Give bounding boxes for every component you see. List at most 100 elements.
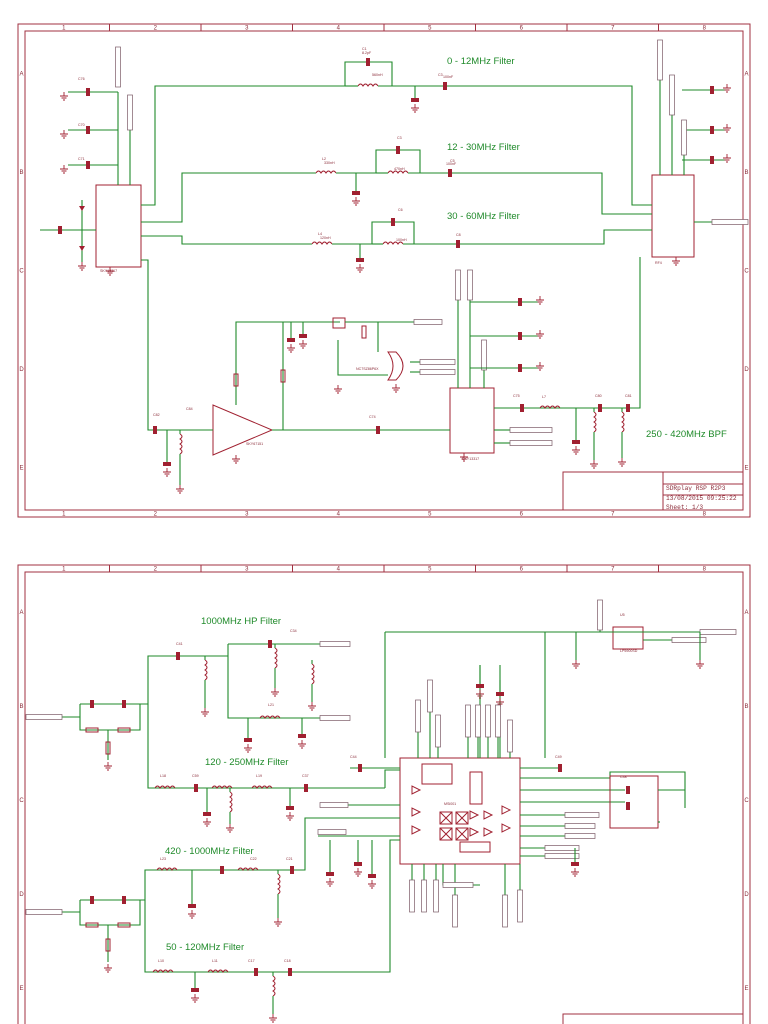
- grid-col-label: 1: [62, 26, 66, 32]
- designator-text: C37: [302, 774, 309, 778]
- wire: [141, 85, 345, 206]
- inductor: [382, 241, 404, 245]
- designator-text: C34: [290, 629, 297, 633]
- inductor: [211, 785, 233, 789]
- ground-symbol: [104, 964, 112, 973]
- ground-symbol: [244, 744, 252, 753]
- designator-text: 100nF: [446, 162, 457, 166]
- transistor: [332, 317, 346, 329]
- inductor: [154, 785, 176, 789]
- net-label-flag: [317, 829, 347, 835]
- ground-symbol: [274, 918, 282, 927]
- designator-text: L21: [268, 703, 274, 707]
- designator-text: 330nH: [324, 161, 335, 165]
- capacitor: [203, 812, 211, 816]
- designator-text: RF4: [655, 261, 662, 265]
- ground-symbol: [392, 384, 400, 393]
- net-label-flag: [711, 219, 749, 225]
- net-label-flag: [597, 599, 603, 631]
- capacitor: [518, 298, 522, 306]
- grid-row-label: B: [744, 704, 748, 710]
- ground-symbol: [269, 1014, 277, 1023]
- grid-row-label: A: [19, 610, 23, 616]
- ground-symbol: [460, 453, 468, 462]
- ground-symbol: [476, 690, 484, 699]
- grid-col-label: 2: [154, 512, 158, 518]
- ground-symbol: [618, 458, 626, 467]
- inductor: [272, 975, 276, 997]
- net-label-flag: [509, 427, 553, 433]
- ground-symbol: [572, 660, 580, 669]
- filter-title-12-30mhz: 12 - 30MHz Filter: [447, 142, 520, 153]
- resistor: [85, 922, 99, 928]
- capacitor: [287, 338, 295, 342]
- ic-internal-block: [459, 841, 491, 853]
- ground-symbol: [496, 698, 504, 707]
- tuner-ic: [399, 757, 521, 865]
- capacitor: [163, 462, 171, 466]
- net-label-flag: [509, 440, 553, 446]
- designator-text: L2: [322, 157, 326, 161]
- net-label-flag: [485, 704, 491, 738]
- inductor: [311, 663, 315, 685]
- wire: [332, 221, 415, 245]
- amp-stage: [469, 810, 480, 820]
- rf-switch-right: [651, 174, 695, 258]
- grid-col-label: 2: [154, 567, 158, 573]
- ground-symbol: [286, 812, 294, 821]
- capacitor: [90, 700, 94, 708]
- resistor: [105, 938, 111, 952]
- capacitor: [571, 862, 579, 866]
- resistor: [233, 373, 239, 387]
- amp-stage: [411, 825, 422, 835]
- grid-col-label: 3: [245, 567, 249, 573]
- capacitor: [354, 862, 362, 866]
- capacitor: [710, 86, 714, 94]
- grid-col-label: 6: [520, 567, 524, 573]
- inductor: [274, 647, 278, 669]
- inductor: [621, 411, 625, 433]
- amp-stage: [501, 823, 512, 833]
- rf-switch-lower: [449, 387, 495, 454]
- inductor: [207, 969, 229, 973]
- net-label-flag: [409, 879, 415, 913]
- designator-text: C75: [513, 394, 520, 398]
- designator-text: C81: [625, 394, 632, 398]
- capacitor: [122, 896, 126, 904]
- ground-symbol: [352, 197, 360, 206]
- designator-text: C49: [555, 755, 562, 759]
- designator-text: C41: [176, 642, 183, 646]
- net-label-flag: [419, 359, 456, 365]
- net-label-flag: [481, 339, 487, 371]
- filter-title-0-12mhz: 0 - 12MHz Filter: [447, 56, 515, 67]
- grid-row-label: C: [19, 269, 24, 275]
- designator-text: C76: [78, 77, 85, 81]
- designator-text: C6: [398, 208, 403, 212]
- title-block-sheet: Sheet: 1/3: [666, 504, 703, 511]
- inductor: [387, 170, 409, 174]
- designator-text: SKY13317: [100, 269, 117, 273]
- grid-col-label: 3: [245, 26, 249, 32]
- net-label-flag: [564, 823, 596, 829]
- inductor: [593, 411, 597, 433]
- inductor: [251, 785, 273, 789]
- ldo-regulator: [612, 626, 644, 650]
- designator-text: C80: [595, 394, 602, 398]
- net-label-flag: [319, 641, 351, 647]
- ground-symbol: [356, 264, 364, 273]
- ic-internal-block: [421, 763, 453, 785]
- net-label-flag: [564, 833, 596, 839]
- designator-text: 100nF: [443, 75, 454, 79]
- grid-col-label: 1: [62, 567, 66, 573]
- designator-text: C71: [78, 157, 85, 161]
- ground-symbol: [287, 344, 295, 353]
- net-label-flag: [544, 845, 580, 851]
- net-label-flag: [465, 704, 471, 738]
- designator-text: U5: [620, 613, 625, 617]
- amp-stage: [411, 807, 422, 817]
- capacitor: [90, 896, 94, 904]
- mixer-block: [455, 827, 469, 841]
